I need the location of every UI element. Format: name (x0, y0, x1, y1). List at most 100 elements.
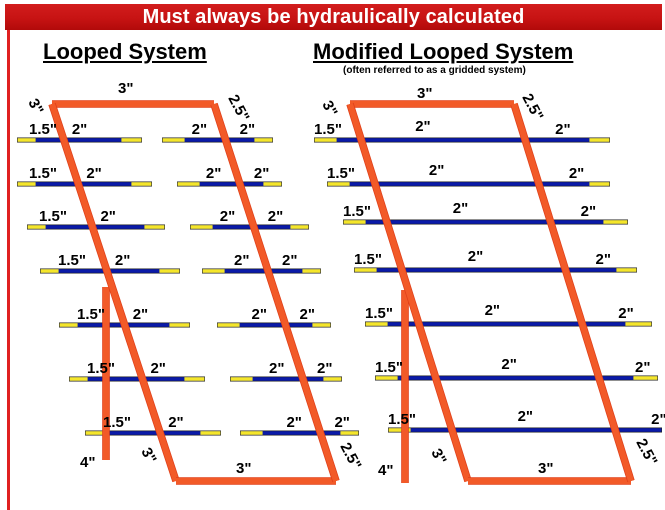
right-upper-left-size: 3" (318, 98, 340, 120)
branch-lines-group (17, 137, 662, 436)
left-branch-2-a-left-end (17, 182, 36, 186)
left-bottom-main-size: 3" (236, 460, 251, 477)
right-branch-5-size-left: 1.5" (365, 305, 393, 322)
left-cross-main-right (211, 103, 339, 482)
right-branch-2-right-end (589, 182, 610, 186)
right-branch-6-left-end (375, 376, 398, 380)
left-branch-1-a (17, 138, 142, 142)
left-branch-6-a (69, 377, 205, 381)
left-branch-3-a-right-end (144, 225, 165, 229)
right-branch-1-right-end (589, 138, 610, 142)
right-branch-7-left-end (388, 428, 411, 432)
right-branch-4-size-left: 1.5" (354, 251, 382, 268)
right-lower-right-size: 2.5" (632, 436, 660, 469)
right-branch-3-right-end (603, 220, 628, 224)
left-branch-5-b-left-end (217, 323, 240, 327)
left-branch-7-a-left-end (85, 431, 104, 435)
left-branch-7-size-left: 1.5" (103, 414, 131, 431)
left-upper-left-size: 3" (24, 96, 46, 118)
left-branch-3-a-left-end (27, 225, 46, 229)
right-bottom-main-size: 3" (538, 460, 553, 477)
left-branch-5-size-right-mid: 2" (300, 306, 315, 323)
left-branch-5-a-right-end (169, 323, 190, 327)
left-branch-1-size-right-mid: 2" (240, 121, 255, 138)
left-lower-right-size: 2.5" (336, 440, 364, 473)
left-branch-6-size-right-left: 2" (269, 360, 284, 377)
left-branch-5-size-left: 1.5" (77, 306, 105, 323)
left-lower-left-size: 3" (137, 445, 159, 467)
left-cross-main-left (49, 103, 179, 482)
left-branch-2-b-right-end (263, 182, 282, 186)
left-feed-main-size: 4" (80, 454, 95, 471)
left-branch-7-size-right-mid: 2" (334, 414, 349, 431)
left-branch-3-b-left-end (190, 225, 213, 229)
left-branch-1-size-right-left: 2" (192, 121, 207, 138)
left-system-title: Looped System (43, 39, 207, 64)
right-branch-4-right-end (616, 268, 637, 272)
left-branch-5-a-left-end (59, 323, 78, 327)
left-branch-2-a-right-end (131, 182, 152, 186)
right-cross-main-left (347, 103, 471, 482)
left-branch-6-a-left-end (69, 377, 88, 381)
left-branch-6-b-left-end (230, 377, 253, 381)
left-branch-2-a (17, 182, 152, 186)
left-branch-4-size-left: 1.5" (58, 252, 86, 269)
right-branch-2-size-mid: 2" (429, 162, 444, 179)
right-branch-7 (388, 428, 662, 432)
right-branch-1-size-left: 1.5" (314, 121, 342, 138)
right-system-subtitle: (often referred to as a gridded system) (343, 65, 526, 76)
left-branch-6-b (230, 377, 342, 381)
left-branch-6-b-right-end (323, 377, 342, 381)
right-branch-3 (343, 220, 628, 224)
right-branch-6 (375, 376, 658, 380)
left-border-line (7, 30, 10, 510)
right-branch-6-size-right: 2" (635, 359, 650, 376)
right-branch-6-right-end (633, 376, 658, 380)
left-branch-3-size-left: 1.5" (39, 208, 67, 225)
left-branch-4-size-mid: 2" (115, 252, 130, 269)
left-branch-5-b (217, 323, 331, 327)
left-branch-3-b-right-end (290, 225, 309, 229)
main-pipes-group (48, 100, 635, 485)
left-branch-2-size-right-left: 2" (206, 165, 221, 182)
left-branch-7-b (240, 431, 359, 435)
left-branch-4-a-left-end (40, 269, 59, 273)
left-branch-1-size-left: 1.5" (29, 121, 57, 138)
left-branch-4-b-left-end (202, 269, 225, 273)
left-branch-7-a (85, 431, 221, 435)
left-upper-right-size: 2.5" (224, 92, 252, 125)
right-branch-2-size-right: 2" (569, 165, 584, 182)
left-branch-3-size-right-left: 2" (220, 208, 235, 225)
right-branch-7-size-mid: 2" (518, 408, 533, 425)
left-branch-6-a-right-end (184, 377, 205, 381)
left-branch-4-b-right-end (302, 269, 321, 273)
right-branch-4-size-right: 2" (596, 251, 611, 268)
left-branch-7-size-mid: 2" (168, 414, 183, 431)
left-branch-7-b-left-end (240, 431, 263, 435)
right-branch-5-size-mid: 2" (485, 302, 500, 319)
right-branch-4-left-end (354, 268, 377, 272)
right-upper-right-size: 2.5" (518, 91, 546, 124)
banner-title: Must always be hydraulically calculated (5, 4, 662, 30)
left-branch-4-size-right-left: 2" (234, 252, 249, 269)
left-branch-1-b (162, 138, 273, 142)
right-cross-main-right (511, 103, 634, 482)
right-branch-3-size-right: 2" (581, 203, 596, 220)
left-branch-1-b-left-end (162, 138, 185, 142)
right-branch-2-left-end (327, 182, 350, 186)
right-branch-4-size-mid: 2" (468, 248, 483, 265)
right-branch-5 (365, 322, 652, 326)
right-branch-7-size-right: 2" (651, 411, 665, 428)
left-branch-2-size-left: 1.5" (29, 165, 57, 182)
left-branch-2-size-right-mid: 2" (254, 165, 269, 182)
left-branch-7-a-right-end (200, 431, 221, 435)
left-branch-5-size-mid: 2" (133, 306, 148, 323)
right-branch-6-size-left: 1.5" (375, 359, 403, 376)
left-branch-2-size-mid: 2" (86, 165, 101, 182)
right-branch-3-left-end (343, 220, 366, 224)
right-branch-3-size-left: 1.5" (343, 203, 371, 220)
left-branch-4-b (202, 269, 321, 273)
left-top-main-size: 3" (118, 80, 133, 97)
right-branch-1-size-mid: 2" (415, 118, 430, 135)
